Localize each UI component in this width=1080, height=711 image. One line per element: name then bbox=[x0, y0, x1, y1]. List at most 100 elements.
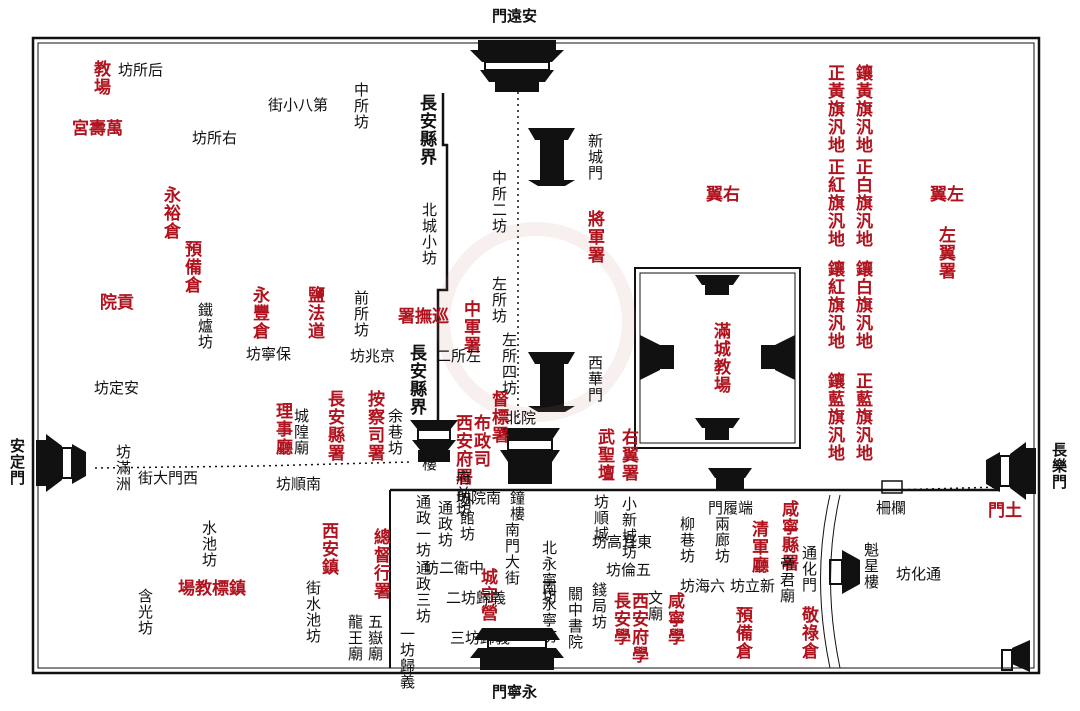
label-lishiting: 理事廳 bbox=[272, 402, 292, 456]
label-buzhengsi: 布政司 bbox=[470, 414, 490, 468]
label-yanfadao: 鹽法道 bbox=[304, 286, 324, 340]
label-yubeicang-east: 預備倉 bbox=[732, 606, 752, 660]
gate-duanlu-label: 門履端 bbox=[708, 499, 754, 517]
label-banner-zhenghong: 正紅旗汎地 bbox=[824, 158, 844, 248]
label-banner-zhenglan: 正藍旗汎地 bbox=[852, 372, 872, 462]
label-zuosuosifang: 左所四坊 bbox=[500, 332, 518, 396]
north-gate-tower bbox=[470, 40, 564, 92]
label-zhonglou: 鐘樓 bbox=[508, 490, 526, 522]
label-youshuofang: 坊所右 bbox=[192, 129, 238, 147]
label-changanxianshu: 長安縣署 bbox=[324, 390, 344, 462]
label-manzhou: 坊滿洲 bbox=[114, 444, 132, 492]
gate-south-label: 門寧永 bbox=[492, 683, 538, 701]
label-yongfengcang: 永豐倉 bbox=[249, 286, 269, 340]
label-xianfushu: 西安府署 bbox=[452, 414, 472, 486]
label-zhongsuofang: 中所坊 bbox=[352, 82, 370, 130]
label-qiansuofang: 前所坊 bbox=[352, 290, 370, 338]
label-banner-xianghuang: 鑲黃旗汎地 bbox=[852, 64, 872, 154]
label-longwangmiao: 龍王廟 bbox=[346, 614, 364, 662]
west-street-dotted-road bbox=[94, 461, 411, 469]
label-beichengxiaofang: 北城小坊 bbox=[420, 202, 438, 266]
label-housuofang: 坊所后 bbox=[118, 61, 164, 79]
label-guanzhongshuyuan: 關中書院 bbox=[566, 586, 584, 650]
label-nanyuanfang: 坊院南 bbox=[456, 489, 502, 507]
label-hanguangfang: 含光坊 bbox=[136, 588, 154, 636]
label-yuxiangfang: 余巷坊 bbox=[386, 408, 404, 456]
label-wuyuemiao: 五嶽廟 bbox=[366, 614, 384, 662]
label-guiyi-sanfang: 三坊歸義 bbox=[450, 629, 511, 647]
label-baoningfang: 坊寧保 bbox=[246, 345, 292, 363]
label-wushengtan: 武聖壇 bbox=[594, 428, 614, 482]
label-banner-zhenghuang: 正黃旗汎地 bbox=[824, 64, 844, 154]
manchu-city-west-wall bbox=[436, 93, 449, 420]
label-yubeicang-west: 預備倉 bbox=[181, 240, 201, 294]
label-zongduxingshu: 總督行署 bbox=[370, 528, 390, 600]
label-changanxue: 長安學 bbox=[610, 592, 630, 646]
label-qianjufang: 錢局坊 bbox=[590, 582, 608, 630]
label-changanxianjie-north: 長安縣界 bbox=[416, 94, 436, 166]
west-gate-tower bbox=[36, 434, 86, 492]
label-banner-xiangbai: 鑲白旗汎地 bbox=[852, 260, 872, 350]
label-wenmiao: 文廟 bbox=[646, 590, 664, 622]
drum-tower bbox=[410, 420, 458, 462]
gate-north-label: 門遠安 bbox=[492, 7, 538, 25]
label-nanning: 南永寧坊 bbox=[540, 580, 558, 644]
label-shunchengfang: 坊順城 bbox=[592, 494, 610, 542]
south-gate-tower bbox=[470, 628, 564, 670]
label-youyi: 翼右 bbox=[706, 185, 740, 205]
gate-west-label: 安定門 bbox=[8, 438, 26, 486]
label-shunfang: 坊順南 bbox=[276, 475, 322, 493]
label-manchengjiaochang: 滿城教場 bbox=[710, 322, 730, 394]
label-shuichifang: 水池坊 bbox=[200, 520, 218, 568]
river-curve bbox=[820, 494, 831, 669]
label-yongyucang: 永裕倉 bbox=[160, 186, 180, 240]
label-zuosuofang: 左所坊 bbox=[490, 276, 508, 324]
label-banner-xianghong: 鑲紅旗汎地 bbox=[824, 260, 844, 350]
label-andingfang: 坊定安 bbox=[94, 379, 140, 397]
label-liangjiafang: 兩廊坊 bbox=[713, 516, 731, 564]
label-wulunfang: 坊倫五 bbox=[606, 561, 652, 579]
label-gulou: 鼓樓 bbox=[420, 440, 438, 472]
label-dongmugaofang: 坊高耳東 bbox=[592, 533, 653, 551]
label-zhenbiaojiaochang: 場教標鎮 bbox=[178, 579, 246, 599]
label-zhongjunshu: 中軍署 bbox=[460, 300, 480, 354]
label-shuichi-jiefang: 街水池坊 bbox=[304, 580, 322, 644]
label-liuhaifang: 坊海六 bbox=[680, 577, 726, 595]
label-qingjunting: 清軍廳 bbox=[748, 520, 768, 574]
label-zhongsuoerfang: 中所二坊 bbox=[490, 170, 508, 234]
river-curve-2 bbox=[830, 494, 841, 669]
label-jinglucang: 敬祿倉 bbox=[798, 606, 818, 660]
tonghua-gate-tower bbox=[829, 550, 860, 594]
label-fuqianfang: 府前坊 bbox=[454, 470, 472, 518]
east-dotted-road bbox=[889, 486, 1001, 491]
label-guiyi-erfang: 二坊歸義 bbox=[446, 589, 507, 607]
label-beining: 北永寧坊 bbox=[540, 540, 558, 604]
label-jiaochang: 教場 bbox=[90, 60, 110, 96]
label-ximendajie: 街大門西 bbox=[138, 469, 199, 487]
manchu-drill-ground bbox=[634, 267, 801, 449]
label-tongzheng-sanfang: 通政三坊 bbox=[414, 560, 432, 624]
label-wanshougong: 宮壽萬 bbox=[72, 119, 123, 139]
label-xunfushu: 署撫巡 bbox=[398, 307, 449, 327]
outer-city-wall bbox=[31, 36, 1041, 675]
label-xianfuxue: 西安府學 bbox=[628, 592, 648, 664]
gate-xihua-label: 西華門 bbox=[586, 355, 604, 403]
label-banner-xianglan: 鑲藍旗汎地 bbox=[824, 372, 844, 462]
label-dubiaoshu: 督標署 bbox=[488, 390, 508, 444]
label-waiguanfang: 外館坊 bbox=[458, 494, 476, 542]
label-diba-xiaojie: 街小八第 bbox=[268, 96, 329, 114]
label-xianningxue: 咸寧學 bbox=[664, 592, 684, 646]
label-lixinfang: 坊立新 bbox=[730, 577, 776, 595]
label-xianzhen: 西安鎮 bbox=[318, 522, 338, 576]
gate-xincheng-label: 新城門 bbox=[586, 133, 604, 181]
gate-tu-label: 門土 bbox=[988, 501, 1022, 521]
label-gongyuan: 院貢 bbox=[100, 293, 134, 313]
label-changanxianjie-south: 長安縣界 bbox=[406, 344, 426, 416]
label-erfu: 二所左 bbox=[436, 347, 482, 365]
drill-ground-north-tower bbox=[695, 275, 740, 295]
drill-ground-south-tower bbox=[695, 418, 740, 440]
east-gate-tower bbox=[986, 442, 1036, 500]
label-xinchengfang: 小新城坊 bbox=[620, 496, 638, 560]
drill-ground-west-tower bbox=[640, 335, 674, 380]
